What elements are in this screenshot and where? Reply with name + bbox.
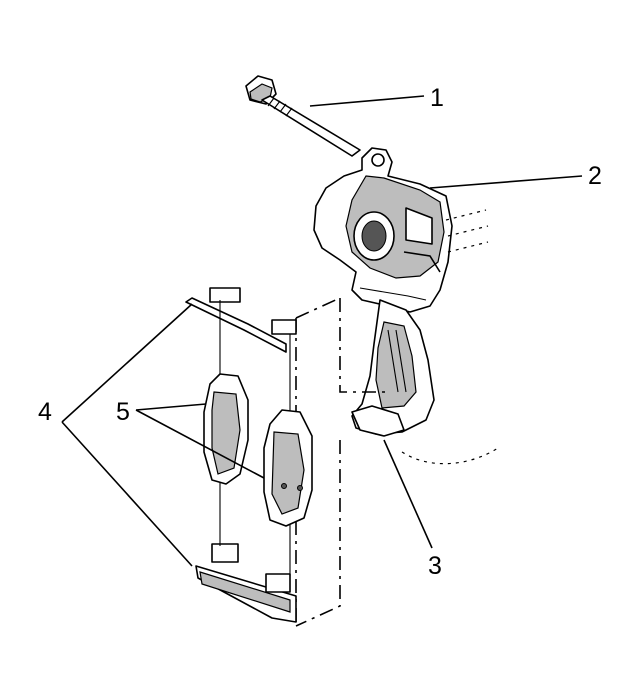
callout-3: 3 — [428, 552, 442, 580]
callout-5: 5 — [116, 398, 130, 426]
pad-retainer-clips — [185, 287, 297, 623]
leader-lines — [61, 95, 583, 567]
caliper-bracket — [351, 299, 499, 465]
callout-2: 2 — [588, 162, 602, 190]
brake-pads — [203, 373, 313, 527]
guide-bolt — [245, 75, 361, 157]
callout-4: 4 — [38, 398, 52, 426]
callout-1: 1 — [430, 84, 444, 112]
caliper-housing — [313, 147, 489, 313]
